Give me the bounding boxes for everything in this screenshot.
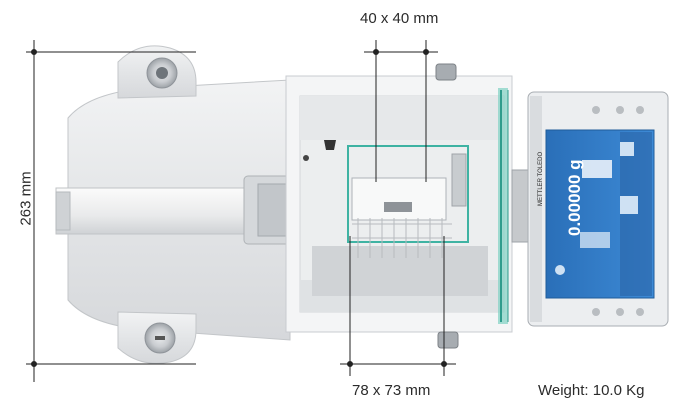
chamber-size-label: 78 x 73 mm [352, 382, 431, 399]
leveling-foot-bottom-icon [144, 322, 176, 354]
display-reading: 0.00000 g [565, 159, 584, 236]
display-terminal: 0.00000 g METTLER TOLEDO [527, 91, 669, 327]
leveling-foot-top-icon [146, 57, 178, 89]
brand-label: METTLER TOLEDO [538, 152, 544, 206]
weight-label: Weight: 10.0 Kg [538, 382, 645, 399]
dimension-lines [26, 40, 456, 382]
weighing-grid [352, 218, 452, 258]
terminal-connector [511, 169, 531, 243]
height-label: 263 mm [17, 171, 35, 226]
pan-size-label: 40 x 40 mm [360, 10, 439, 27]
weighing-pan-assembly [347, 145, 469, 258]
